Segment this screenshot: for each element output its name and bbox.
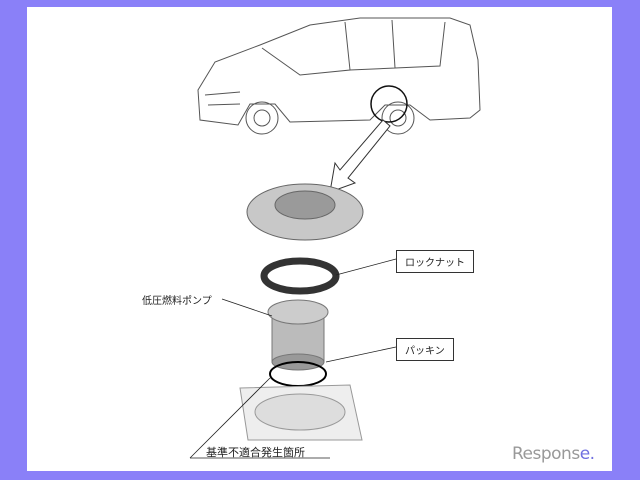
fuel-pump-label: 低圧燃料ポンプ [142, 296, 212, 307]
lock-nut-label: ロックナット [396, 250, 474, 273]
car-illustration [197, 17, 481, 135]
response-logo: Response. [512, 444, 595, 464]
nonconformity-location-label: 基準不適合発生箇所 [206, 446, 305, 459]
highlight-circle [370, 85, 408, 123]
location-leader [189, 377, 271, 459]
cover-plate [246, 183, 364, 241]
packing-leader [325, 346, 397, 363]
lock-nut-leader [335, 258, 397, 276]
pointer-arrow-icon [329, 119, 391, 193]
fuel-pump-part [267, 299, 329, 371]
tank-flange [239, 384, 363, 441]
pump-leader [221, 298, 273, 317]
packing-label: パッキン [396, 338, 454, 361]
lock-nut-part [260, 257, 340, 295]
